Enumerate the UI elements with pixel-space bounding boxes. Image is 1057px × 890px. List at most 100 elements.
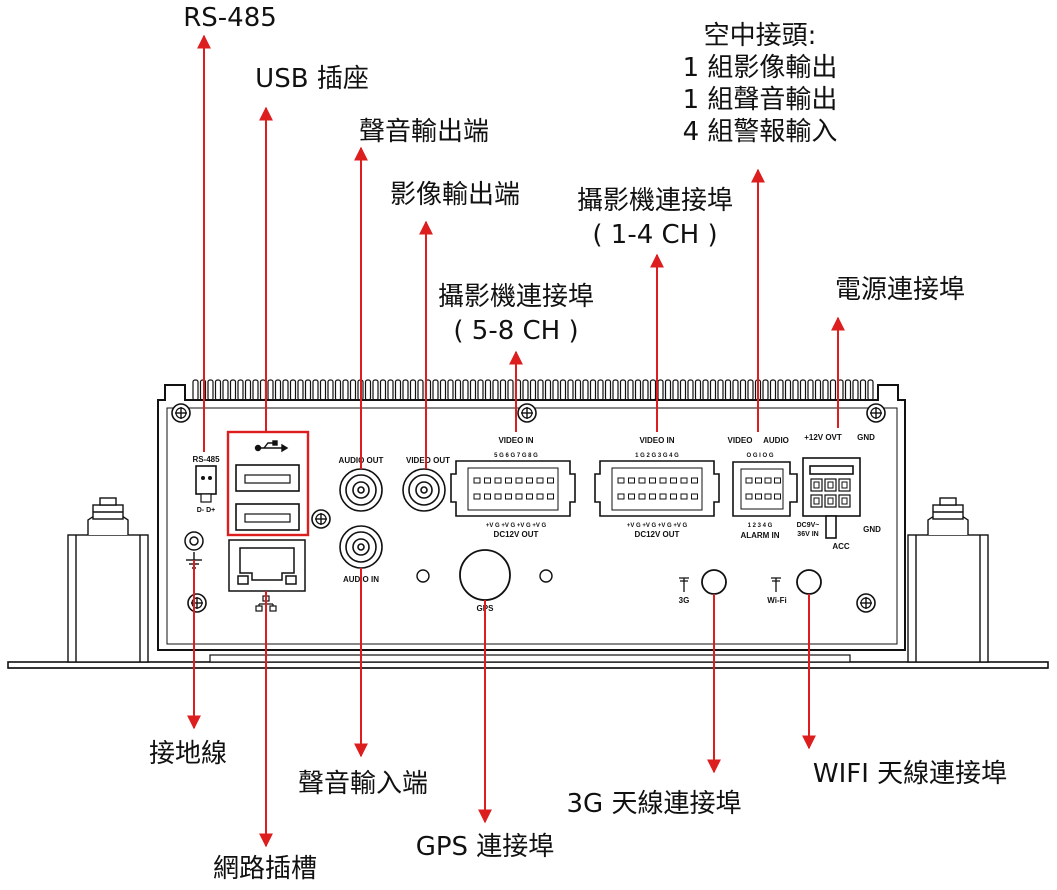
heatsink-fin: [702, 379, 709, 401]
connector-pin: [680, 477, 688, 484]
callout-cam-5-8: 攝影機連接埠 ( 5-8 CH ): [438, 283, 594, 345]
heatsink-fin: [387, 379, 394, 401]
heatsink-fin: [679, 379, 687, 401]
heatsink-fin: [792, 379, 799, 401]
heatsink-fin: [222, 379, 229, 401]
heatsink-fin: [409, 379, 417, 401]
heatsink-fins: [192, 379, 874, 401]
dc-out-b-label: DC12V OUT: [635, 530, 680, 539]
connector-pin: [547, 477, 554, 484]
mounting-hole: [539, 569, 553, 583]
wifi-antenna-connector: [796, 569, 822, 595]
connector-pin: [505, 477, 512, 484]
antenna-icon: [679, 577, 689, 592]
mounting-plate: [7, 654, 1049, 669]
connector-pin: [680, 493, 688, 500]
alarm-pins-label: 1 2 3 4 G: [748, 523, 773, 529]
screw-icon: [856, 593, 876, 613]
heatsink-fin: [867, 379, 874, 401]
av-video-label: VIDEO: [728, 436, 753, 445]
heatsink-fin: [522, 379, 529, 401]
heatsink-fin: [574, 379, 582, 401]
heatsink-fin: [859, 379, 867, 401]
heatsink-fin: [567, 379, 574, 401]
callout-cam-1-4: 攝影機連接埠 ( 1-4 CH ): [577, 187, 733, 249]
callout-cam-1-4-line1: 攝影機連接埠: [576, 186, 734, 216]
connector-pin: [755, 493, 762, 500]
power-pin-socket: [827, 481, 834, 489]
heatsink-fin: [364, 379, 372, 401]
ground-terminal: [184, 531, 204, 551]
connector-pin: [505, 493, 512, 500]
heatsink-fin: [237, 379, 244, 401]
camera-connector-5-8-pins: [473, 477, 554, 500]
heatsink-fin: [304, 379, 312, 401]
heatsink-fin: [274, 379, 282, 401]
heatsink-fin: [739, 379, 747, 401]
power-connector-pins: [810, 478, 851, 508]
heatsink-fin: [492, 379, 499, 401]
heatsink-fin: [672, 379, 679, 401]
heatsink-fin: [747, 379, 754, 401]
heatsink-fin: [724, 379, 732, 401]
connector-pin: [536, 493, 544, 500]
heatsink-fin: [477, 379, 484, 401]
callout-wifi: WIFI 天線連接埠: [812, 759, 1008, 789]
callout-audio-in: 聲音輸入端: [297, 769, 429, 799]
heatsink-fin: [627, 379, 634, 401]
power-pin-socket: [813, 481, 820, 489]
aviation-connector: [732, 461, 798, 517]
power-pin-socket: [813, 497, 820, 505]
heatsink-fin: [582, 379, 589, 401]
callout-network: 網路插槽: [212, 854, 318, 884]
usb-port-top: [235, 464, 300, 492]
mounting-foot-right: [907, 497, 989, 663]
connector-pin: [745, 493, 753, 500]
heatsink-fin: [814, 379, 822, 401]
camera-connector-1-4: [594, 460, 720, 517]
power-pin-socket: [841, 481, 848, 489]
screw-icon: [187, 593, 207, 613]
heatsink-fin: [394, 379, 402, 401]
heatsink-fin: [807, 379, 814, 401]
connector-pin: [617, 493, 625, 500]
heatsink-fin: [784, 379, 792, 401]
heatsink-fin: [499, 379, 507, 401]
camera-connector-1-4-pins: [617, 477, 698, 500]
3g-antenna-connector: [701, 569, 727, 595]
heatsink-fin: [252, 379, 259, 401]
connector-pin: [764, 493, 772, 500]
gnd-top-label: GND: [857, 433, 875, 442]
heatsink-fin: [484, 379, 492, 401]
heatsink-fin: [207, 379, 214, 401]
heatsink-fin: [604, 379, 612, 401]
connector-pin: [670, 493, 677, 500]
connector-pin: [638, 493, 646, 500]
connector-pin: [659, 493, 667, 500]
heatsink-fin: [664, 379, 672, 401]
video-in-b-label: VIDEO IN: [639, 436, 674, 445]
callout-rs485: RS-485: [183, 3, 277, 33]
power-pin-socket: [827, 497, 834, 505]
heatsink-fin: [334, 379, 342, 401]
heatsink-fin: [327, 379, 334, 401]
heatsink-fin: [244, 379, 252, 401]
connector-pin: [547, 493, 554, 500]
alarm-in-label: ALARM IN: [740, 531, 779, 540]
heatsink-fin: [439, 379, 447, 401]
heatsink-fin: [852, 379, 859, 401]
heatsink-fin: [552, 379, 559, 401]
mounting-hole: [416, 569, 430, 583]
connector-pin: [774, 493, 781, 500]
callout-video-out: 影像輸出端: [389, 180, 521, 210]
heatsink-fin: [507, 379, 514, 401]
usb-icon: [254, 440, 289, 453]
heatsink-fin: [402, 379, 409, 401]
heatsink-fin: [192, 379, 199, 401]
connector-pin: [526, 493, 533, 500]
screw-icon: [171, 403, 191, 423]
heatsink-fin: [822, 379, 829, 401]
callout-aviation: 空中接頭: 1 組影像輸出 1 組聲音輸出 4 組警報輸入: [683, 20, 838, 148]
